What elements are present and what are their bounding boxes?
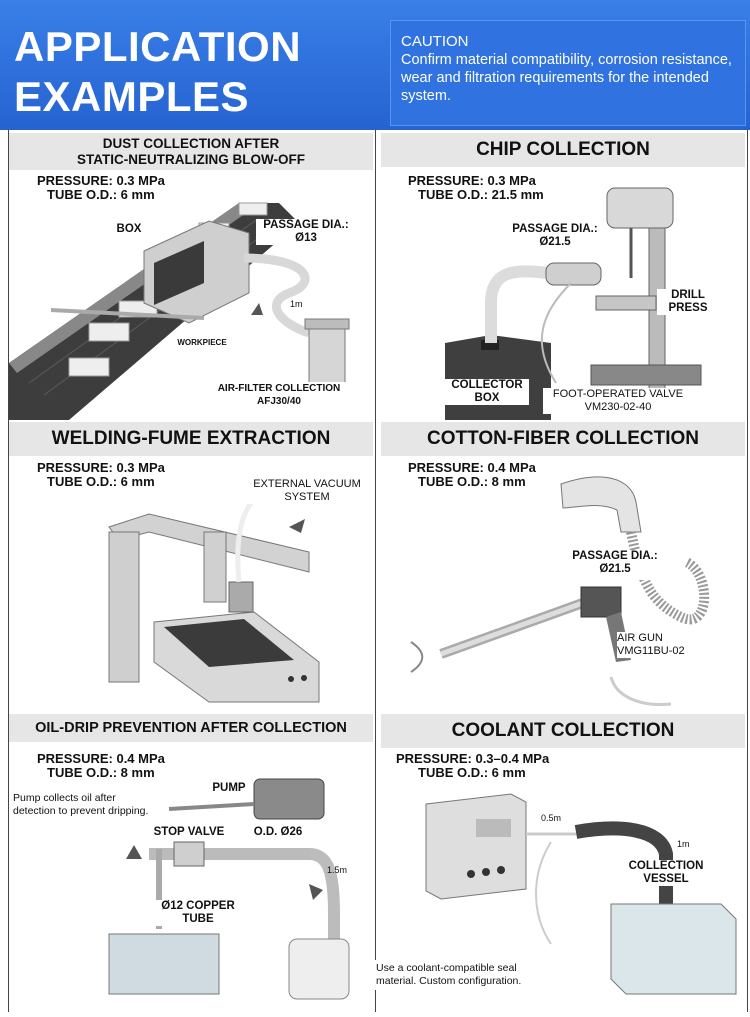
tube-spec: TUBE O.D.: 8 mm xyxy=(418,474,526,489)
panel-chip-collection: CHIP COLLECTION PRESSURE: 0.3 MPa TUBE O… xyxy=(381,133,745,420)
label-pump: PUMP xyxy=(207,782,251,795)
oil-drip-illustration xyxy=(108,778,350,1000)
panel-title: WELDING-FUME EXTRACTION xyxy=(9,422,373,456)
page-header: APPLICATION EXAMPLES CAUTION Confirm mat… xyxy=(0,0,750,130)
tube-spec: TUBE O.D.: 21.5 mm xyxy=(418,187,544,202)
panel-welding-fume: WELDING-FUME EXTRACTION PRESSURE: 0.3 MP… xyxy=(9,422,373,712)
label-passage-diameter: PASSAGE DIA.: Ø13 xyxy=(256,219,356,245)
label-length-short: 0.5m xyxy=(541,813,562,823)
caution-text: Confirm material compatibility, corrosio… xyxy=(401,52,732,104)
panel-cotton-fiber: COTTON-FIBER COLLECTION PRESSURE: 0.4 MP… xyxy=(381,422,745,712)
panel-title: OIL-DRIP PREVENTION AFTER COLLECTION xyxy=(9,714,373,742)
tube-spec: TUBE O.D.: 6 mm xyxy=(47,187,155,202)
welding-fume-illustration xyxy=(108,489,320,703)
label-box: BOX xyxy=(101,223,157,236)
note-oil-pump: Pump collects oil after detection to pre… xyxy=(13,792,163,818)
cotton-fiber-illustration xyxy=(410,476,710,707)
panel-dust-collection: DUST COLLECTION AFTER STATIC-NEUTRALIZIN… xyxy=(9,133,373,420)
label-passage-diameter: PASSAGE DIA.: Ø21.5 xyxy=(503,223,607,249)
label-passage-diameter: PASSAGE DIA.: Ø21.5 xyxy=(553,550,677,580)
tube-spec: TUBE O.D.: 6 mm xyxy=(47,474,155,489)
label-air-gun: AIR GUN VMG11BU-02 xyxy=(617,632,711,658)
coolant-collection-illustration xyxy=(425,793,737,995)
label-tube-length: 1m xyxy=(290,299,303,309)
label-length-long: 1m xyxy=(677,839,690,849)
tube-spec: TUBE O.D.: 8 mm xyxy=(47,765,155,780)
pressure-spec: PRESSURE: 0.4 MPa xyxy=(37,751,165,766)
label-tube-length: 1.5m xyxy=(327,865,348,875)
panel-title: CHIP COLLECTION xyxy=(381,133,745,167)
right-column-frame xyxy=(376,130,748,1012)
label-foot-valve: FOOT-OPERATED VALVE VM230-02-40 xyxy=(543,388,693,414)
pressure-spec: PRESSURE: 0.3 MPa xyxy=(37,173,165,188)
dust-collection-illustration xyxy=(9,202,350,420)
page-title: APPLICATION EXAMPLES xyxy=(14,23,302,120)
tube-spec: TUBE O.D.: 6 mm xyxy=(418,765,526,780)
caution-box: CAUTION Confirm material compatibility, … xyxy=(390,20,746,126)
caution-title: CAUTION xyxy=(401,33,469,50)
pressure-spec: PRESSURE: 0.3 MPa xyxy=(37,460,165,475)
label-collection-vessel: COLLECTION VESSEL xyxy=(621,860,711,886)
pressure-spec: PRESSURE: 0.3 MPa xyxy=(408,173,536,188)
pressure-spec: PRESSURE: 0.4 MPa xyxy=(408,460,536,475)
panel-title: COOLANT COLLECTION xyxy=(381,714,745,748)
label-collector-box: COLLECTOR BOX xyxy=(445,379,529,405)
label-drill-press: DRILL PRESS xyxy=(657,289,719,315)
label-outer-diameter: O.D. Ø26 xyxy=(247,826,309,839)
label-stop-valve: STOP VALVE xyxy=(149,826,229,839)
left-column-frame xyxy=(8,130,376,1012)
label-external-vacuum: EXTERNAL VACUUM SYSTEM xyxy=(245,478,369,504)
label-air-filter: AIR-FILTER COLLECTION AFJ30/40 xyxy=(209,382,349,408)
label-workpiece: WORKPIECE xyxy=(171,338,233,348)
panel-title: DUST COLLECTION AFTER STATIC-NEUTRALIZIN… xyxy=(9,133,373,170)
pressure-spec: PRESSURE: 0.3–0.4 MPa xyxy=(396,751,550,766)
panel-title: COTTON-FIBER COLLECTION xyxy=(381,422,745,456)
panel-oil-drip: OIL-DRIP PREVENTION AFTER COLLECTION PRE… xyxy=(9,714,373,1010)
label-copper-tube: Ø12 COPPER TUBE xyxy=(143,900,253,926)
note-coolant-seal: Use a coolant-compatible seal material. … xyxy=(373,960,533,990)
